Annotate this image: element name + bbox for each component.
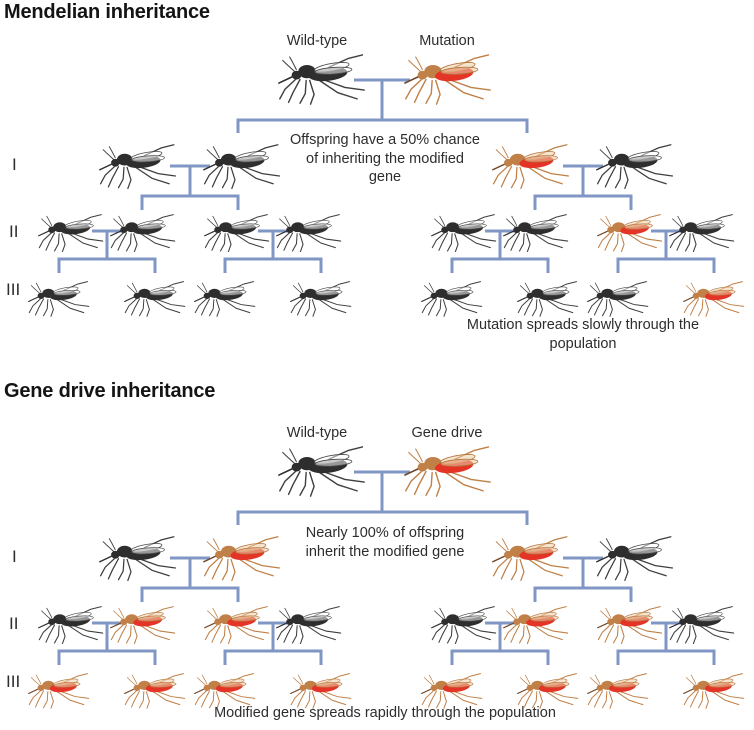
mosquito-wild-type bbox=[276, 213, 342, 252]
mosquito-modified bbox=[683, 673, 745, 709]
mosquito-modified bbox=[290, 673, 352, 709]
mendelian-connectors bbox=[57, 78, 716, 273]
generation-label-I: I bbox=[12, 547, 17, 566]
mosquito-modified bbox=[404, 446, 492, 498]
parent-label-gene-drive: Gene drive bbox=[411, 425, 483, 441]
mosquito-modified bbox=[597, 605, 663, 644]
mosquito-wild-type bbox=[517, 281, 579, 317]
parent-label-mutation: Mutation bbox=[419, 33, 475, 49]
mosquito-wild-type bbox=[290, 281, 352, 317]
mosquito-wild-type bbox=[431, 213, 497, 252]
mosquito-modified bbox=[421, 673, 483, 709]
generation-label-I: I bbox=[12, 155, 17, 174]
mosquito-modified bbox=[492, 536, 570, 582]
parent-label-wild-type: Wild-type bbox=[286, 425, 348, 441]
mosquito-modified bbox=[597, 213, 663, 252]
mosquito-wild-type bbox=[124, 281, 186, 317]
mosquito-wild-type bbox=[669, 213, 735, 252]
mosquito-wild-type bbox=[110, 213, 176, 252]
mosquito-wild-type bbox=[38, 213, 104, 252]
parent-label-wild-type: Wild-type bbox=[286, 33, 348, 49]
mosquito-modified bbox=[194, 673, 256, 709]
mosquito-wild-type bbox=[587, 281, 649, 317]
mosquito-wild-type bbox=[431, 605, 497, 644]
mosquito-wild-type bbox=[204, 213, 270, 252]
section-title: Gene drive inheritance bbox=[4, 380, 216, 402]
mosquito-wild-type bbox=[596, 536, 674, 582]
mosquito-modified bbox=[503, 605, 569, 644]
spread-note: Mutation spreads slowly through the popu… bbox=[466, 317, 700, 352]
offspring-note: Offspring have a 50% chance of inheritin… bbox=[290, 132, 480, 186]
mosquito-wild-type bbox=[278, 54, 366, 106]
mosquito-modified bbox=[124, 673, 186, 709]
generation-label-II: II bbox=[9, 614, 19, 633]
mosquito-wild-type bbox=[596, 144, 674, 190]
mosquito-modified bbox=[587, 673, 649, 709]
mosquito-modified bbox=[404, 54, 492, 106]
mosquito-modified bbox=[110, 605, 176, 644]
offspring-note: Nearly 100% of offspring inherit the mod… bbox=[305, 525, 465, 560]
mosquito-wild-type bbox=[203, 144, 281, 190]
mosquito-wild-type bbox=[421, 281, 483, 317]
mosquito-wild-type bbox=[194, 281, 256, 317]
spread-note: Modified gene spreads rapidly through th… bbox=[214, 705, 556, 721]
gene-drive-connectors bbox=[57, 470, 716, 665]
mosquito-modified bbox=[492, 144, 570, 190]
generation-label-II: II bbox=[9, 222, 19, 241]
mosquito-wild-type bbox=[278, 446, 366, 498]
mosquito-modified bbox=[203, 536, 281, 582]
mosquito-wild-type bbox=[38, 605, 104, 644]
generation-label-III: III bbox=[6, 672, 21, 691]
mosquito-wild-type bbox=[99, 144, 177, 190]
mosquito-wild-type bbox=[669, 605, 735, 644]
mosquito-wild-type bbox=[99, 536, 177, 582]
mosquito-wild-type bbox=[503, 213, 569, 252]
mosquito-modified bbox=[204, 605, 270, 644]
mosquito-modified bbox=[28, 673, 90, 709]
mosquito-wild-type bbox=[276, 605, 342, 644]
mosquito-wild-type bbox=[28, 281, 90, 317]
section-title: Mendelian inheritance bbox=[4, 1, 210, 23]
mosquito-modified bbox=[517, 673, 579, 709]
generation-label-III: III bbox=[6, 280, 21, 299]
mosquito-modified bbox=[683, 281, 745, 317]
